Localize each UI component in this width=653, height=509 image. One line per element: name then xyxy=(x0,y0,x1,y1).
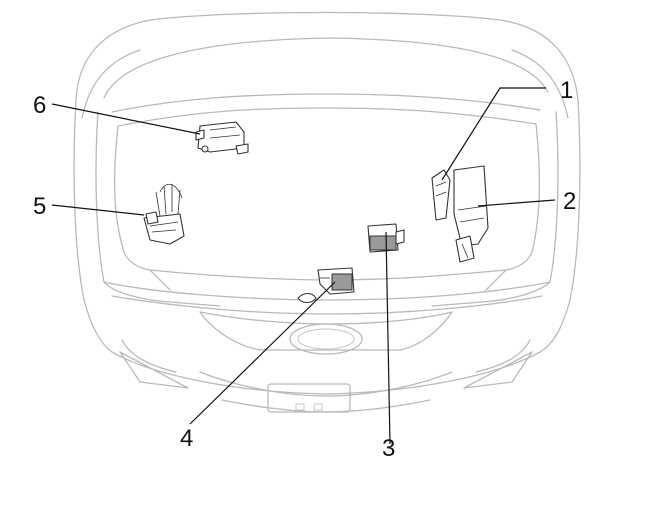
callout-6: 6 xyxy=(33,92,46,119)
component-6-relay-block xyxy=(195,121,249,155)
component-5-fuse-block xyxy=(143,184,185,245)
callout-3: 3 xyxy=(382,435,395,462)
component-1-and-2-fuse-box xyxy=(431,165,489,263)
car-body-outline xyxy=(73,11,581,413)
callout-1: 1 xyxy=(560,77,573,104)
callout-2: 2 xyxy=(563,188,576,215)
callout-4: 4 xyxy=(180,425,193,452)
component-3-relay-module xyxy=(367,223,405,253)
callout-5: 5 xyxy=(33,193,46,220)
leader-lines xyxy=(51,87,556,445)
component-4-relay-block xyxy=(297,267,355,304)
